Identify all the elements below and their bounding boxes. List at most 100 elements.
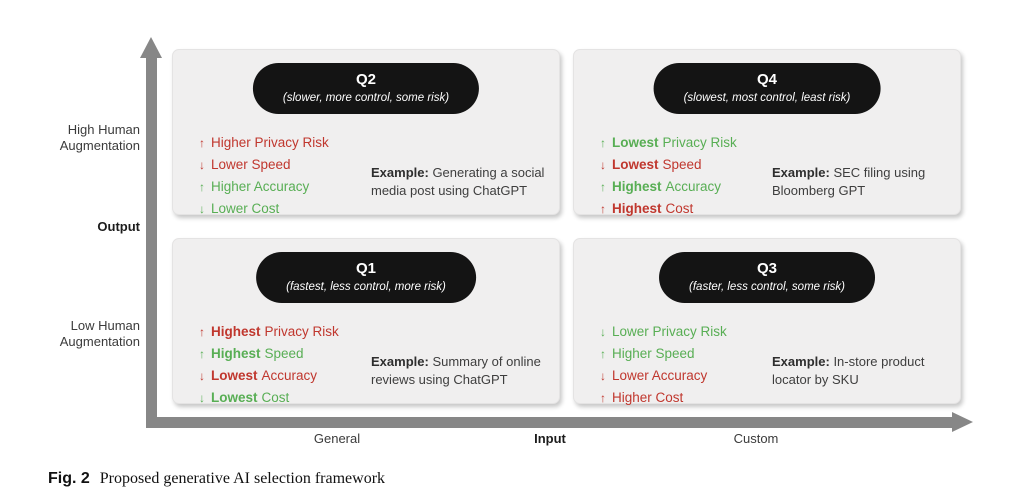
trend-arrow-icon: ↑ [600,391,606,405]
quadrant-subtitle: (fastest, less control, more risk) [286,281,446,293]
quadrant-q3-badge: Q3 (faster, less control, some risk) [659,252,875,303]
trend-arrow-icon: ↓ [199,369,205,383]
trait-text: Accuracy [261,368,318,383]
trait-emphasis: Lowest [612,135,659,150]
trait-text: Privacy Risk [662,135,737,150]
quadrant-title: Q4 [756,71,778,88]
quadrant-title: Q2 [355,71,376,88]
figure-caption: Fig. 2 Proposed generative AI selection f… [48,470,385,488]
example-label: Example: [371,165,429,180]
example-label: Example: [772,165,830,180]
trait-emphasis: Lowest [211,368,258,383]
trait-text: Speed [662,157,702,172]
trait-text: Lower Privacy Risk [612,324,727,339]
trend-arrow-icon: ↑ [199,325,205,339]
x-axis-title: Input [534,431,566,446]
trait-text: Higher Speed [612,346,695,361]
example-text: Example: SEC filing using Bloomberg GPT [772,164,956,199]
trait-text: Cost [261,390,290,405]
y-axis-title: Output [97,219,140,234]
trend-arrow-icon: ↑ [199,180,205,194]
trait-item: ↑ Higher Cost [600,387,727,409]
trait-emphasis: Highest [211,324,261,339]
trend-arrow-icon: ↑ [199,347,205,361]
trait-text: Speed [264,346,304,361]
example-body: Summary of online reviews using ChatGPT [371,354,541,387]
trend-arrow-icon: ↑ [600,180,606,194]
trait-item: ↓Lower Speed [199,154,329,176]
example-label: Example: [371,354,429,369]
y-axis-high-label-line1: High Human [67,122,140,137]
x-axis [146,417,954,428]
y-axis-low-label-line1: Low Human [70,318,140,333]
figure-caption-label: Fig. 2 [48,470,90,487]
quadrant-q2-badge: Q2 (slower, more control, some risk) [252,63,480,114]
trend-arrow-icon: ↓ [199,391,205,405]
quadrant-q1: Q1 (fastest, less control, more risk) ↑ H… [172,238,560,405]
y-axis [146,57,157,428]
example-text: Example: Generating a social media post … [371,164,555,199]
trait-text: Accuracy [665,179,722,194]
trait-emphasis: Highest [211,346,261,361]
trait-text: Higher Cost [612,390,684,405]
trait-item: ↓ Lower Privacy Risk [600,321,727,343]
quadrant-q1-badge: Q1 (fastest, less control, more risk) [256,252,476,303]
example-body: SEC filing using Bloomberg GPT [772,165,926,198]
trait-text: Lower Accuracy [612,368,708,383]
y-axis-low-label-line2: Augmentation [59,334,140,349]
trait-item: ↓ Lower Accuracy [600,365,727,387]
quadrant-q4: Q4 (slowest, most control, least risk) ↑… [573,49,961,216]
trend-arrow-icon: ↑ [600,136,606,150]
trait-text: Cost [665,201,694,216]
trend-arrow-icon: ↓ [600,369,606,383]
example-text: Example: Summary of online reviews using… [371,353,555,388]
quadrant-title: Q3 [756,260,777,277]
figure-caption-text: Proposed generative AI selection framewo… [99,470,386,487]
quadrant-title: Q1 [355,260,377,277]
trait-text: Higher Privacy Risk [211,135,329,150]
quadrant-q4-badge: Q4 (slowest, most control, least risk) [653,63,881,114]
trait-item: ↓Lower Cost [199,198,329,220]
quadrant-q2: Q2 (slower, more control, some risk) ↑ Hi… [172,49,560,216]
example-label: Example: [772,354,830,369]
trait-list: ↑ Higher Privacy Risk ↓Lower Speed ↑ Highe… [199,132,329,220]
trait-item: ↑ Higher Speed [600,343,727,365]
quadrant-subtitle: (slowest, most control, least risk) [683,92,851,104]
trend-arrow-icon: ↓ [199,158,205,172]
example-body: In-store product locator by SKU [772,354,925,387]
trait-list: ↓ Lower Privacy Risk ↑ Higher Speed ↓ Lower… [600,321,727,409]
quadrant-q3: Q3 (faster, less control, some risk) ↓ Lo… [573,238,961,405]
trend-arrow-icon: ↓ [600,325,606,339]
trait-emphasis: Lowest [612,157,659,172]
trend-arrow-icon: ↑ [199,136,205,150]
quadrant-subtitle: (slower, more control, some risk) [282,92,450,104]
x-axis-arrowhead-icon [952,412,973,432]
trait-emphasis: Lowest [211,390,258,405]
trait-emphasis: Highest [612,201,662,216]
trend-arrow-icon: ↑ [600,202,606,216]
example-text: Example: In-store product locator by SKU [772,353,956,388]
trait-item: ↑ Higher Privacy Risk [199,132,329,154]
trait-text: Privacy Risk [264,324,339,339]
trait-item: ↑ Higher Accuracy [199,176,329,198]
y-axis-high-label: High Human Augmentation [14,122,140,154]
x-axis-custom-label: Custom [733,431,779,446]
y-axis-high-label-line2: Augmentation [59,138,140,153]
trend-arrow-icon: ↑ [600,347,606,361]
y-axis-arrowhead-icon [140,37,162,58]
trait-text: Lower Cost [211,201,280,216]
example-body: Generating a social media post using Cha… [371,165,545,198]
y-axis-low-label: Low Human Augmentation [14,318,140,350]
trait-emphasis: Highest [612,179,662,194]
trait-text: Higher Accuracy [211,179,310,194]
quadrant-subtitle: (faster, less control, some risk) [689,281,845,293]
